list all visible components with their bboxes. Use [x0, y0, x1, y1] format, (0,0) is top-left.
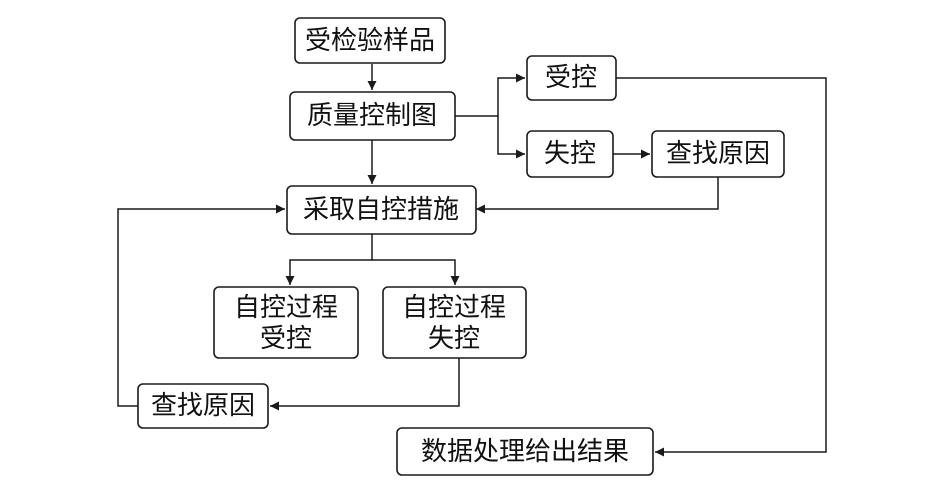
- node-self-in-control: 自控过程 受控: [213, 286, 359, 359]
- connectors: [117, 64, 827, 457]
- node-result: 数据处理给出结果: [396, 427, 654, 476]
- node-find-cause-right: 查找原因: [651, 130, 785, 178]
- edge-in-control-to-result: [616, 77, 827, 457]
- node-in-control-label: 受控: [545, 63, 597, 93]
- edge-measures-split-left: [285, 234, 373, 285]
- edge-measures-split-right: [372, 259, 460, 285]
- node-find-cause-left-label: 查找原因: [151, 391, 255, 421]
- edge-self-out-control-to-find-cause: [270, 358, 460, 411]
- node-measures: 采取自控措施: [286, 185, 477, 235]
- node-find-cause-right-label: 查找原因: [666, 139, 770, 169]
- node-out-of-control-label: 失控: [544, 139, 596, 169]
- node-self-out-control: 自控过程 失控: [382, 286, 527, 359]
- node-in-control: 受控: [526, 55, 617, 101]
- node-sample: 受检验样品: [294, 17, 446, 64]
- node-self-out-control-line1: 自控过程: [402, 293, 506, 323]
- node-self-out-control-line2: 失控: [428, 324, 480, 354]
- node-measures-label: 采取自控措施: [303, 195, 459, 225]
- edge-chart-to-out-of-control: [497, 116, 525, 159]
- node-find-cause-left: 查找原因: [137, 383, 269, 429]
- edge-chart-branch: [455, 73, 525, 117]
- node-sample-label: 受检验样品: [305, 26, 435, 56]
- edge-find-cause-loop-to-measures: [117, 204, 285, 407]
- node-out-of-control: 失控: [526, 130, 614, 178]
- node-self-in-control-line2: 受控: [260, 324, 312, 354]
- node-result-label: 数据处理给出结果: [421, 437, 629, 467]
- node-self-in-control-line1: 自控过程: [234, 293, 338, 323]
- node-control-chart: 质量控制图: [289, 91, 456, 141]
- edge-find-cause-to-measures: [476, 177, 719, 214]
- node-control-chart-label: 质量控制图: [307, 101, 437, 131]
